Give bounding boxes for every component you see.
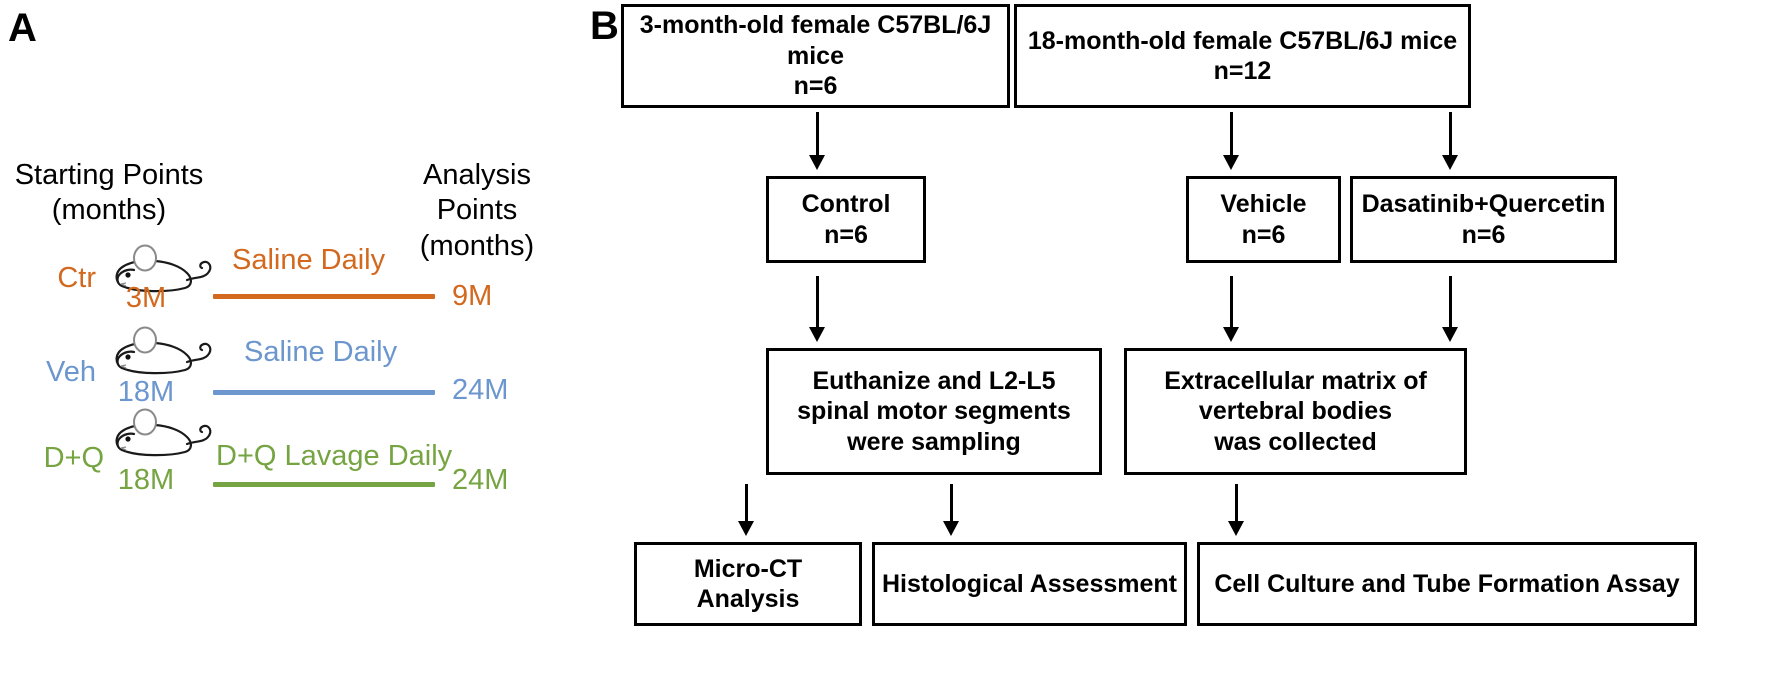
timeline-row-dq: D+Q 18M D+Q Lavage Daily 24M [0,404,575,500]
flow-box-extracellular-matrix: Extracellular matrix of vertebral bodies… [1124,348,1467,475]
arrow-down-icon [806,112,828,170]
treatment-label-dq: D+Q Lavage Daily [216,440,453,472]
arrow-down-icon [1225,484,1247,536]
flow-box-cell-culture-assay-text: Cell Culture and Tube Formation Assay [1214,569,1680,598]
mouse-icon [108,240,226,302]
flow-box-control-text: Control n=6 [801,190,891,249]
flow-box-dasatinib-quercetin-text: Dasatinib+Quercetin n=6 [1361,190,1606,249]
arrow-down-icon [1220,112,1242,170]
starting-points-heading: Starting Points (months) [14,159,204,227]
flow-box-euthanize-text: Euthanize and L2-L5 spinal motor segment… [797,366,1071,456]
panel-a-letter: A [8,6,37,50]
flow-box-histological-assessment-text: Histological Assessment [881,569,1177,598]
flow-box-euthanize: Euthanize and L2-L5 spinal motor segment… [766,348,1102,475]
flow-box-cell-culture-assay: Cell Culture and Tube Formation Assay [1197,542,1697,626]
flow-box-micro-ct-analysis: Micro-CT Analysis [634,542,862,626]
timeline-row-veh: Veh 18M Saline Daily 24M [0,320,575,416]
flow-box-histological-assessment: Histological Assessment [872,542,1187,626]
end-month-veh: 24M [452,374,509,406]
group-label-dq: D+Q [43,442,104,474]
flow-box-dasatinib-quercetin: Dasatinib+Quercetin n=6 [1350,176,1617,263]
end-month-dq: 24M [452,464,509,496]
flow-box-old-cohort-text: 18-month-old female C57BL/6J mice n=12 [1027,26,1458,86]
end-month-ctr: 9M [452,280,493,312]
timeline-line-ctr [213,294,435,299]
start-month-dq: 18M [117,464,175,496]
panel-b-letter: B [590,4,619,48]
arrow-down-icon [1220,276,1242,342]
flow-box-young-cohort-text: 3-month-old female C57BL/6J mice n=6 [639,11,992,101]
flow-box-old-cohort: 18-month-old female C57BL/6J mice n=12 [1014,4,1471,108]
arrow-down-icon [1439,276,1461,342]
start-month-veh: 18M [117,376,175,408]
flow-box-vehicle-text: Vehicle n=6 [1220,190,1307,249]
timeline-row-ctr: Ctr 3M Saline Daily 9M [0,238,575,334]
flow-box-vehicle: Vehicle n=6 [1186,176,1341,263]
arrow-down-icon [940,484,962,536]
timeline-line-veh [213,390,435,395]
timeline-line-dq [213,482,435,487]
treatment-label-ctr: Saline Daily [232,244,386,276]
start-month-ctr: 3M [125,282,167,314]
panel-a: A Starting Points (months) Analysis Poin… [0,0,575,684]
arrow-down-icon [735,484,757,536]
mouse-icon [108,404,226,466]
flow-box-micro-ct-analysis-text: Micro-CT Analysis [693,554,803,614]
flow-box-extracellular-matrix-text: Extracellular matrix of vertebral bodies… [1164,366,1427,456]
group-label-ctr: Ctr [57,262,96,294]
group-label-veh: Veh [46,356,96,388]
treatment-label-veh: Saline Daily [244,336,398,368]
arrow-down-icon [806,276,828,342]
flow-box-young-cohort: 3-month-old female C57BL/6J mice n=6 [621,4,1010,108]
mouse-icon [108,322,226,384]
analysis-points-heading: Analysis Points (months) [419,159,535,262]
flow-box-control: Control n=6 [766,176,926,263]
arrow-down-icon [1439,112,1461,170]
